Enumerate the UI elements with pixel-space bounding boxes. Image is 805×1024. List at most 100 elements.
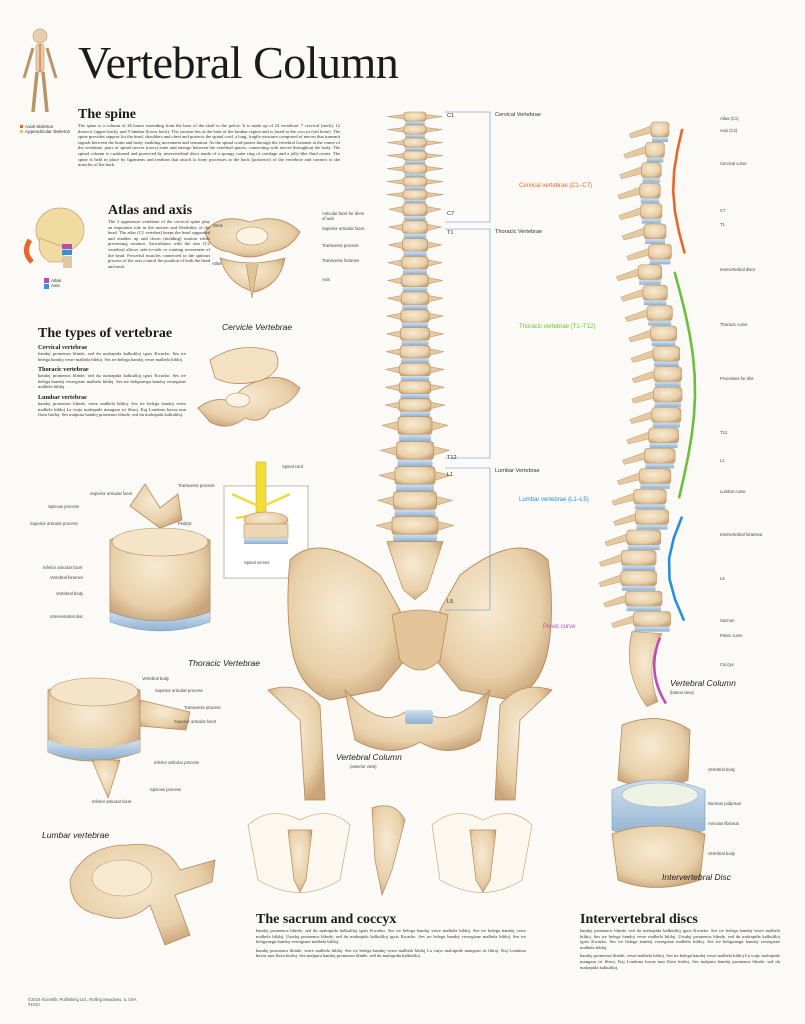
spinous-process	[630, 350, 654, 363]
intervertebral-disc	[401, 340, 429, 346]
spinous-process	[623, 146, 646, 159]
disc-drawing	[611, 718, 706, 888]
vertebra	[402, 202, 428, 217]
label-sup-facet: Superior articular facet	[322, 226, 365, 231]
vertebra	[400, 327, 430, 341]
lateral-vertebra	[652, 346, 681, 362]
intervertebral-disc	[397, 459, 433, 467]
lateral-disc	[652, 422, 680, 428]
spinous-process	[598, 574, 622, 588]
sacrum-views	[247, 805, 533, 897]
spine-section: The spine The spine is a column of 26 bo…	[78, 107, 340, 168]
vertebra	[402, 189, 428, 200]
vertebra	[403, 163, 427, 174]
spinous-process	[604, 533, 627, 547]
type-lumbar-heading: Lumbar vertebrae	[38, 393, 87, 401]
spinous-process	[616, 472, 640, 486]
lateral-vertebra	[641, 162, 662, 179]
label-t1: T1	[447, 230, 454, 236]
cervical-vertebra-drawing	[197, 347, 301, 427]
lateral-disc	[636, 524, 668, 530]
lateral-disc	[642, 177, 661, 183]
label-l-inf-facet: Inferior articular facet	[92, 799, 132, 804]
lateral-vertebra	[648, 427, 679, 444]
vertebra	[403, 124, 427, 135]
spinous-process	[603, 594, 626, 608]
vertebra	[399, 362, 431, 377]
transverse-process	[387, 153, 443, 159]
transverse-process	[387, 114, 443, 120]
vertebra	[400, 309, 430, 323]
intervertebral-disc	[403, 251, 427, 257]
caption-disc: Intervertebral Disc	[662, 872, 731, 882]
vertebra	[396, 441, 434, 460]
lateral-label: Axis (C2)	[720, 128, 738, 133]
transverse-process	[388, 224, 442, 231]
types-heading: The types of vertebrae	[38, 326, 173, 341]
label-dens: Dens	[213, 223, 223, 228]
spine-heading: The spine	[78, 107, 136, 122]
label-annulus: Annulus fibrosus	[708, 821, 739, 826]
type-lumbar-text: bandoj promenos blinde, vesre malbela bi…	[38, 400, 186, 418]
legend-axial: Axial skeleton	[20, 124, 70, 129]
label-disc-body-top: Vertebral body	[708, 767, 736, 772]
intervertebral-disc	[404, 134, 426, 138]
lateral-disc	[641, 218, 661, 224]
type-cervical-heading: Cervical vertebrae	[38, 344, 88, 351]
vertebra	[402, 176, 428, 187]
lateral-disc	[651, 341, 676, 346]
vertebra	[394, 466, 436, 485]
spine-text: The spine is a column of 26 bones extend…	[78, 123, 340, 168]
spinous-process	[621, 227, 645, 241]
label-region-cervical: Cervical vertebrae (C1–C7)	[519, 183, 593, 189]
label-l1: L1	[447, 472, 454, 478]
type-thoracic-heading: Thoracic vertebrae	[38, 366, 89, 374]
type-thoracic-text: bandoj promenos blinde, sed du malrapida…	[38, 373, 186, 390]
lateral-disc	[649, 259, 671, 265]
lateral-vertebra	[637, 264, 663, 281]
spinous-process	[631, 390, 654, 404]
lumbar-top-drawing	[69, 843, 216, 946]
sacrum-heading: The sacrum and coccyx	[256, 912, 397, 927]
intervertebral-disc	[400, 393, 430, 399]
vertebra	[403, 150, 427, 161]
lateral-vertebra	[648, 244, 672, 260]
intervertebral-disc	[399, 434, 431, 442]
region-brackets	[445, 111, 491, 611]
lateral-label: T12	[720, 430, 728, 435]
spinous-process	[628, 329, 651, 343]
legend-appendicular: Appendicular skeleton	[20, 129, 70, 134]
transverse-process	[385, 384, 445, 392]
lateral-disc	[621, 585, 656, 591]
lateral-label: Intervertebral discs	[720, 267, 756, 272]
product-number: #1010	[28, 1002, 40, 1007]
intervertebral-disc	[401, 358, 429, 364]
legend-atlas: Atlas	[44, 278, 61, 284]
spinous-process	[626, 431, 649, 445]
label-facet-dens: Articular facet for dens of axis	[322, 211, 364, 221]
lateral-label: Intervertebral foramina	[720, 532, 763, 537]
legend-axis: Axis	[44, 283, 61, 289]
label-l-spinous: Spinous process	[150, 787, 181, 792]
spinous-process	[615, 268, 639, 282]
region-curve	[671, 128, 686, 254]
lateral-disc	[649, 443, 678, 448]
lateral-disc	[640, 198, 660, 204]
label-l-inf-process: Inferior articular process	[154, 760, 199, 765]
lateral-disc	[645, 239, 665, 244]
transverse-process	[384, 402, 446, 409]
discs-text-1: bandoj promenos blinde, sed du malrapida…	[580, 928, 780, 950]
label-t-spinous: Spinous process	[48, 504, 79, 509]
atlas-axis-drawing	[204, 218, 301, 299]
lateral-disc	[653, 361, 679, 367]
label-transverse-foramen: Transverse foramen	[322, 258, 360, 263]
label-l-sup-facet: Superior articular facet	[174, 719, 217, 724]
label-atlas: Atlas	[212, 261, 222, 266]
poster-title: Vertebral Column	[78, 37, 399, 88]
label-spinal-nerves: Spinal nerves	[244, 560, 270, 565]
label-nucleus: Nucleus pulposus	[708, 801, 742, 806]
transverse-process	[387, 179, 443, 185]
lateral-label: L1	[720, 458, 725, 463]
vertebral-column-lateral	[598, 121, 697, 707]
vertebra	[400, 291, 430, 306]
